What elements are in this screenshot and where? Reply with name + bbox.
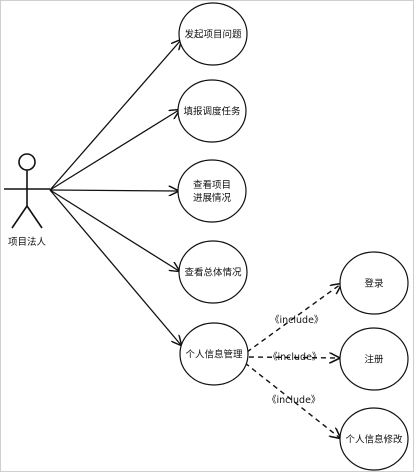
actor-head [18, 153, 36, 171]
association-line-2 [49, 110, 179, 191]
use-case-ellipse-3 [177, 159, 247, 223]
use-case-label-4: 查看总体情况 [184, 267, 242, 279]
include-line-register [248, 357, 339, 358]
use-case-ellipse-7 [339, 327, 409, 391]
use-case-2[interactable]: 填报调度任务 [177, 79, 247, 143]
actor-left-leg [11, 205, 28, 229]
use-case-ellipse-6 [339, 251, 409, 315]
actor-right-leg [26, 205, 43, 229]
use-case-ellipse-8 [339, 407, 409, 471]
use-case-1[interactable]: 发起项目问题 [178, 2, 248, 66]
actor-name: 项目法人 [8, 236, 47, 248]
use-case-label-1: 发起项目问题 [184, 29, 242, 41]
use-case-ellipse-4 [178, 240, 248, 304]
use-case-6[interactable]: 登录 [339, 251, 409, 315]
use-case-label-3-line-2: 进展情况 [193, 192, 232, 204]
use-case-3[interactable]: 查看项目 进展情况 [177, 159, 247, 223]
associations [49, 40, 181, 345]
include-label-2: 《include》 [268, 352, 321, 363]
use-case-ellipse-2 [177, 79, 247, 143]
use-case-label-7: 注册 [364, 354, 384, 366]
use-case-7[interactable]: 注册 [339, 327, 409, 391]
use-case-5[interactable]: 个人信息管理 [179, 322, 249, 386]
use-case-ellipse-1 [178, 2, 248, 66]
association-line-5 [49, 189, 181, 345]
use-case-ellipse-5 [179, 322, 249, 386]
association-line-1 [49, 40, 181, 191]
use-case-label-3-line-1: 查看项目 [193, 179, 231, 191]
include-line-login [246, 284, 341, 353]
association-line-4 [49, 189, 179, 271]
include-dependencies: 《include》 《include》 《include》 [244, 284, 341, 438]
use-case-label-6: 登录 [364, 279, 384, 290]
use-case-4[interactable]: 查看总体情况 [178, 240, 248, 304]
include-label-1: 《include》 [270, 315, 323, 326]
use-case-label-8: 个人信息修改 [345, 434, 403, 446]
use-case-8[interactable]: 个人信息修改 [339, 407, 409, 471]
include-line-modify [244, 362, 340, 438]
use-case-label-2: 填报调度任务 [183, 106, 241, 118]
actor-figure: 项目法人 [4, 153, 50, 248]
association-line-3 [49, 190, 178, 191]
include-label-3: 《include》 [267, 395, 320, 406]
use-case-label-5: 个人信息管理 [185, 349, 243, 361]
